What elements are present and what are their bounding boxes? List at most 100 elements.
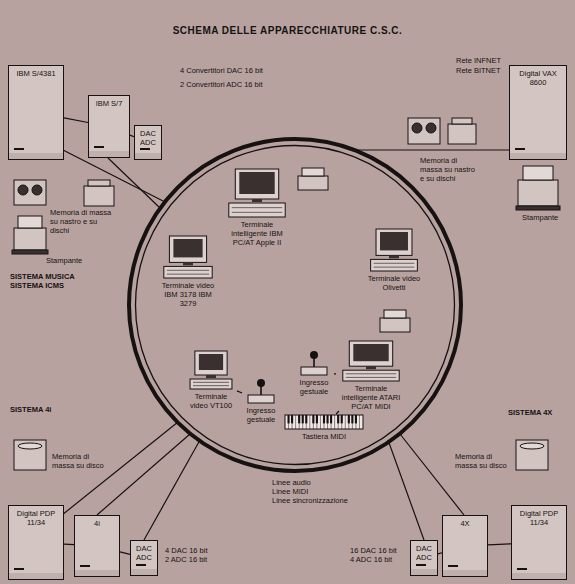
node-text: 4X [445, 519, 485, 528]
joy-icon [294, 350, 334, 376]
black-key [302, 415, 304, 423]
joystick-knob [257, 379, 265, 387]
keyboard [229, 203, 285, 217]
black-key [348, 415, 350, 423]
note-label: Stampante [46, 256, 82, 265]
node-text: Ingresso gestuale [294, 378, 334, 396]
node-text: Terminale intelligente IBM PC/AT Apple I… [222, 220, 292, 247]
term-icon [365, 228, 423, 272]
node-text: Digital VAX 8600 [512, 69, 564, 87]
cabinet-slot [416, 564, 426, 566]
note-label: Memoria di massa su disco [455, 452, 511, 470]
key-row [193, 385, 229, 386]
equipment-cabinet: DAC ADC [410, 540, 438, 576]
keyboard [371, 259, 418, 271]
note-label: 2 ADC 16 bit [165, 555, 207, 564]
white-key [302, 415, 303, 429]
white-key [355, 415, 356, 429]
note-label: Linee MIDI [272, 487, 308, 496]
node-text: Digital PDP 11/34 [11, 509, 61, 527]
note-label: 4 Convertitori DAC 16 bit [180, 66, 263, 75]
white-key [327, 415, 328, 429]
white-key [313, 415, 314, 429]
black-key [351, 415, 353, 423]
black-key [323, 415, 325, 423]
screen [239, 172, 274, 194]
mass-storage-left [14, 180, 114, 206]
note-label: Memoria di massa su disco [52, 452, 107, 470]
link-line [488, 544, 511, 545]
white-key [292, 415, 293, 429]
white-key [348, 415, 349, 429]
terminal: Terminale intelligente ATARI PC/AT MIDI [336, 340, 406, 411]
node-text: Tastiera MIDI [284, 432, 364, 441]
black-key [316, 415, 318, 423]
keyboard [343, 370, 399, 381]
key-row [346, 377, 396, 378]
monitor [235, 169, 278, 199]
system-label: SISTEMA 4X [508, 408, 552, 417]
keyboard [190, 379, 232, 389]
node-text: Digital PDP 11/34 [514, 509, 564, 527]
link-line [237, 391, 242, 393]
node-text: Terminale video IBM 3178 IBM 3279 [158, 281, 218, 308]
printer-left [12, 216, 48, 254]
black-key [287, 415, 289, 423]
node-text: Terminale video VT100 [185, 392, 237, 410]
node-text: Terminale intelligente ATARI PC/AT MIDI [336, 384, 406, 411]
node-text: 4i [77, 519, 117, 528]
cabinet-slot [14, 148, 24, 150]
note-label: 4 ADC 16 bit [350, 555, 392, 564]
node-text: Terminale video Olivetti [365, 274, 423, 292]
terminal: Terminale video VT100 [185, 350, 237, 410]
note-label: 4 DAC 16 bit [165, 546, 208, 555]
joystick-base [248, 395, 274, 403]
equipment-cabinet: 4i [74, 515, 120, 577]
cabinet-slot [136, 564, 146, 566]
white-key [324, 415, 325, 429]
monitor [349, 341, 392, 366]
cabinet-slot [140, 148, 150, 150]
black-key [355, 415, 357, 423]
screen [199, 354, 223, 370]
joystick-base [301, 367, 327, 375]
equipment-cabinet: DAC ADC [130, 540, 158, 576]
mass-storage-right [408, 118, 476, 144]
system-label: SISTEMA ICMS [10, 281, 64, 290]
key-row [232, 212, 282, 213]
equipment-cabinet: Digital PDP 11/34 [511, 505, 567, 580]
keys-icon [284, 414, 364, 430]
key-row [232, 207, 282, 208]
white-key [306, 415, 307, 429]
stand [252, 199, 262, 202]
terminal: Terminale video Olivetti [365, 228, 423, 292]
key-row [374, 263, 415, 264]
cabinet-slot [14, 568, 24, 570]
black-key [305, 415, 307, 423]
system-label: SISTEMA 4i [10, 405, 51, 414]
disk-right [516, 440, 548, 470]
white-key [331, 415, 332, 429]
node-text: Ingresso gestuale [242, 406, 280, 424]
gesture-input: Ingresso gestuale [294, 350, 334, 396]
joy-icon [242, 378, 280, 404]
note-label: Memoria di massa su nastro e su dischi [50, 208, 112, 235]
cabinet-slot [94, 146, 104, 148]
terminal: Terminale intelligente IBM PC/AT Apple I… [222, 168, 292, 247]
black-key [326, 415, 328, 423]
white-key [352, 415, 353, 429]
note-label: Linee audio [272, 478, 311, 487]
cabinet-slot [515, 148, 525, 150]
ring-links [62, 150, 509, 540]
stand [206, 375, 216, 378]
white-key [299, 415, 300, 429]
white-key [341, 415, 342, 429]
link-line [64, 118, 88, 123]
black-key [337, 415, 339, 423]
key-row [193, 382, 229, 383]
white-key [320, 415, 321, 429]
monitor [376, 229, 412, 255]
key-row [167, 274, 209, 275]
stand [389, 255, 399, 258]
